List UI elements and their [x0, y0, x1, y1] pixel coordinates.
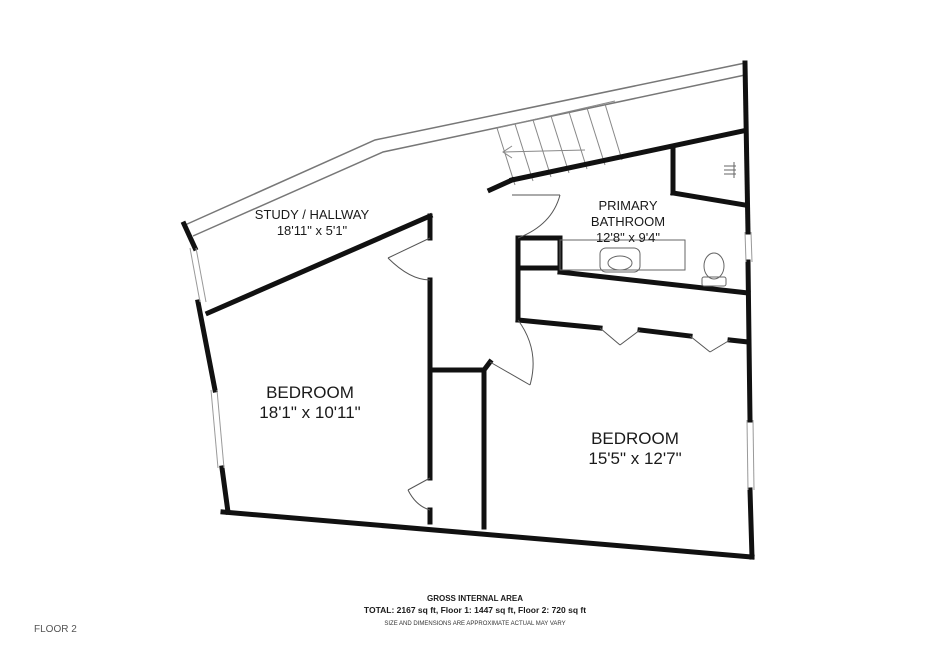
toilet-icon	[703, 252, 725, 280]
gross-internal-area-title: GROSS INTERNAL AREA	[426, 594, 523, 603]
floor-label: FLOOR 2	[34, 624, 77, 635]
staircase	[496, 100, 623, 186]
bathroom-fixtures	[559, 162, 736, 287]
room-study-hallway-dims: 18'11" x 5'1"	[277, 223, 348, 238]
room-bedroom-right-dims: 15'5" x 12'7"	[588, 449, 681, 468]
room-bedroom-right-name: BEDROOM	[591, 429, 679, 448]
doors	[387, 194, 731, 511]
floor-plan: STUDY / HALLWAY 18'11" x 5'1" PRIMARY BA…	[180, 60, 755, 560]
windows	[189, 231, 755, 491]
room-bathroom-name-line2: BATHROOM	[591, 214, 665, 229]
dimensions-disclaimer: SIZE AND DIMENSIONS ARE APPROXIMATE ACTU…	[384, 621, 566, 627]
vanity-icon	[559, 239, 686, 271]
room-bedroom-left-dims: 18'1" x 10'11"	[259, 403, 360, 422]
room-bathroom-dims: 12'8" x 9'4"	[596, 230, 660, 245]
room-labels: STUDY / HALLWAY 18'11" x 5'1" PRIMARY BA…	[255, 198, 682, 468]
gross-internal-area-total: TOTAL: 2167 sq ft, Floor 1: 1447 sq ft, …	[363, 605, 587, 615]
thin-outer-walls	[184, 62, 746, 237]
walls	[180, 60, 755, 560]
room-bathroom-name-line1: PRIMARY	[599, 198, 658, 213]
room-study-hallway-name: STUDY / HALLWAY	[255, 207, 370, 222]
sink-icon	[599, 247, 641, 273]
shower-icon	[724, 162, 736, 178]
room-bedroom-left-name: BEDROOM	[266, 383, 354, 402]
